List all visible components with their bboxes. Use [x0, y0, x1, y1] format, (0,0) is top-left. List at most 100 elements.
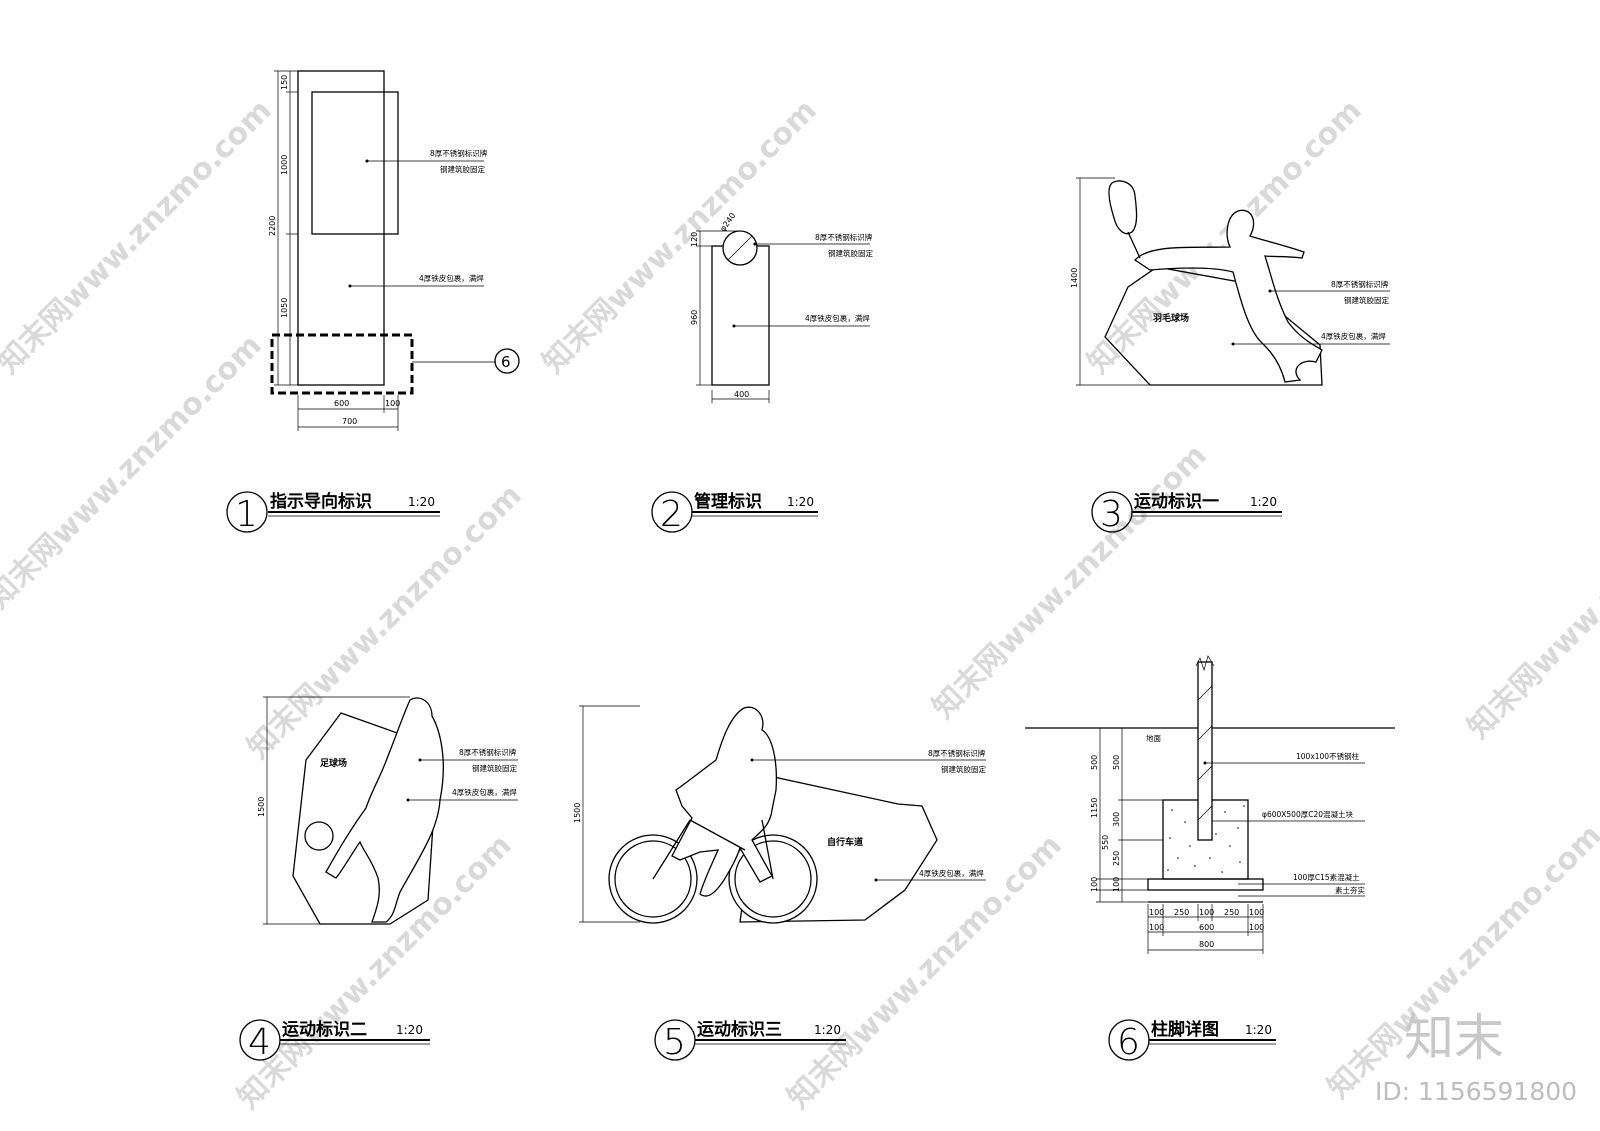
football-icon [304, 821, 334, 851]
ground-label: 地面 [1146, 733, 1162, 743]
watermark-text: 知末网www.znzmo.com [241, 478, 529, 766]
sign-column [297, 70, 385, 386]
dim-label: 1400 [1070, 268, 1079, 288]
drawing-title: 柱脚详图 [1151, 1019, 1219, 1040]
drawing-title: 管理标识 [694, 491, 762, 512]
watermark-text: 知末网www.znzmo.com [926, 438, 1214, 726]
dim-label: 250 [1224, 908, 1239, 917]
sign-label: 足球场 [320, 757, 347, 769]
drawing-number: 4 [248, 1022, 271, 1063]
dim-label: 2200 [268, 216, 277, 236]
c15-concrete-layer [1147, 878, 1264, 891]
sign-label: 自行车道 [827, 836, 863, 848]
dim-label: 100 [1249, 923, 1264, 932]
dim-label: 100 [1112, 877, 1121, 892]
drawing-3-badminton-sign: 羽毛球场 1400 8厚不锈钢标识牌 钢建筑胶固定 4厚铁皮包裹，满焊 3 运动… [1070, 177, 1390, 535]
brand-logo-text: 知末 [1404, 1009, 1504, 1067]
note-text: 8厚不锈钢标识牌 [928, 748, 986, 758]
drawing-number: 6 [1117, 1022, 1140, 1063]
note-text: 4厚铁皮包裹，满焊 [452, 787, 517, 797]
detail-reference-bubble [494, 348, 520, 374]
dim-label: 100 [385, 399, 400, 408]
dim-label: 100 [1090, 877, 1099, 892]
drawing-number: 3 [1100, 494, 1123, 535]
dim-label: 300 [1112, 812, 1121, 827]
concrete-hatch [1167, 805, 1245, 873]
drawing-scale: 1:20 [396, 1023, 423, 1037]
note-text: 100x100不锈钢柱 [1296, 751, 1360, 761]
drawing-scale: 1:20 [408, 495, 435, 509]
drawing-title: 指示导向标识 [270, 491, 372, 512]
dim-label: 500 [1112, 755, 1121, 770]
note-text: 钢建筑胶固定 [440, 164, 485, 174]
drawing-title: 运动标识一 [1134, 491, 1219, 512]
note-text: 钢建筑胶固定 [828, 248, 873, 258]
dim-label: 1000 [280, 155, 289, 175]
note-text: φ600X500厚C20混凝土块 [1262, 809, 1353, 819]
drawing-title: 运动标识二 [282, 1019, 367, 1040]
dim-label: 960 [690, 310, 699, 325]
sign-label: 羽毛球场 [1153, 312, 1189, 324]
note-text: 钢建筑胶固定 [941, 764, 986, 774]
note-text: 4厚铁皮包裹，满焊 [919, 868, 984, 878]
note-text: 4厚铁皮包裹，满焊 [1321, 331, 1386, 341]
note-text: 8厚不锈钢标识牌 [815, 232, 873, 242]
football-player-silhouette [325, 697, 444, 923]
detail-callout-box [270, 333, 414, 395]
drawing-1-directional-sign: 150 1000 2200 1050 600 100 700 8厚不锈钢标识牌 … [226, 70, 520, 535]
note-text: 8厚不锈钢标识牌 [459, 747, 517, 757]
note-text: 4厚铁皮包裹，满焊 [805, 313, 870, 323]
dim-label: 400 [734, 390, 749, 399]
drawing-number-bubble [226, 491, 268, 533]
drawing-scale: 1:20 [787, 495, 814, 509]
dim-label: 500 [1090, 755, 1099, 770]
racket-icon [1108, 180, 1138, 235]
note-text: 钢建筑胶固定 [1344, 295, 1389, 305]
note-text: 8厚不锈钢标识牌 [1331, 279, 1389, 289]
dim-label: 600 [1199, 923, 1214, 932]
watermark-text: 知末网www.znzmo.com [536, 93, 824, 381]
drawing-4-football-sign: 足球场 1500 8厚不锈钢标识牌 钢建筑胶固定 4厚铁皮包裹，满焊 4 运动标… [239, 696, 518, 1063]
watermark-layer: 知末网www.znzmo.com 知末网www.znzmo.com 知末网www… [0, 93, 1600, 1116]
detail-reference-number: 6 [501, 353, 511, 371]
sign-column [711, 245, 770, 386]
dim-label: 250 [1174, 908, 1189, 917]
dim-label: 100 [1249, 908, 1264, 917]
dim-label: 250 [1112, 851, 1121, 866]
cyclist-silhouette [671, 706, 778, 897]
note-text: 素土夯实 [1335, 885, 1365, 895]
sign-panel [311, 91, 399, 235]
dim-label: 1500 [257, 797, 266, 817]
steel-column [1197, 661, 1213, 841]
drawing-number: 1 [235, 494, 258, 535]
dim-label: 100 [1199, 908, 1214, 917]
dim-label: 150 [280, 75, 289, 90]
drawing-number: 2 [660, 494, 683, 535]
note-text: 8厚不锈钢标识牌 [430, 148, 488, 158]
dim-label: 800 [1199, 940, 1214, 949]
drawing-title: 运动标识三 [697, 1019, 782, 1040]
drawing-6-column-base-detail: 地面 1150 500 550 100 500 300 250 100 [1025, 655, 1395, 1063]
watermark-text: 知末网www.znzmo.com [1461, 458, 1600, 746]
dim-label: 600 [334, 399, 349, 408]
drawing-scale: 1:20 [1245, 1023, 1272, 1037]
dim-label: 100 [1149, 923, 1164, 932]
note-text: 100厚C15素混凝土 [1293, 872, 1360, 882]
dim-label: 1500 [573, 803, 582, 823]
drawing-2-management-sign: φ240 120 960 400 8厚不锈钢标识牌 钢建筑胶固定 4厚铁皮包裹，… [651, 211, 873, 535]
note-text: 4厚铁皮包裹，满焊 [419, 273, 484, 283]
dim-label: 1150 [1090, 798, 1099, 818]
note-text: 钢建筑胶固定 [472, 763, 517, 773]
badminton-player-silhouette [1134, 209, 1323, 383]
watermark-text: 知末网www.znzmo.com [0, 328, 269, 616]
drawing-scale: 1:20 [814, 1023, 841, 1037]
dim-label: 100 [1149, 908, 1164, 917]
sign-stone-shape [1104, 266, 1323, 386]
dim-label: 550 [1101, 835, 1110, 850]
image-id-text: ID: 1156591800 [1375, 1077, 1577, 1106]
dim-label: 1050 [280, 298, 289, 318]
drawing-scale: 1:20 [1250, 495, 1277, 509]
drawing-5-bicycle-sign: 自行车道 1500 8厚不锈钢标识牌 钢建筑胶固定 4厚铁皮包裹，满焊 5 运动… [573, 705, 986, 1063]
drawing-number: 5 [663, 1022, 686, 1063]
